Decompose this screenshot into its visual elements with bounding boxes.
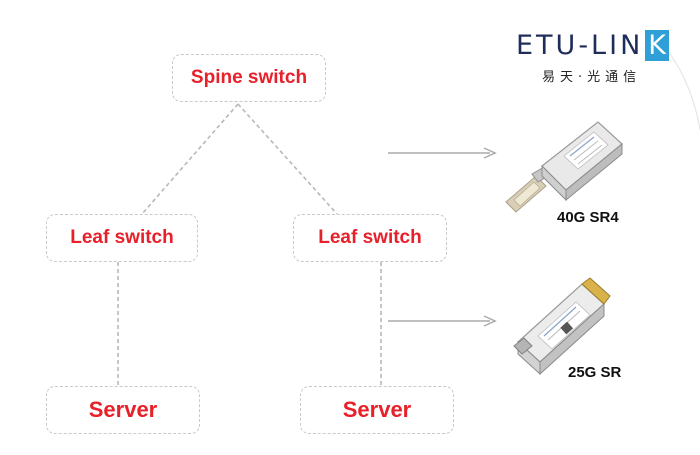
- link-spine-leaf-right: [237, 103, 338, 215]
- leaf-switch-right-label: Leaf switch: [318, 227, 422, 248]
- link-spine-leaf-left: [141, 103, 239, 215]
- spine-switch-label: Spine switch: [190, 67, 308, 88]
- logo-text: ETU-LIN: [516, 30, 644, 61]
- sfp-module-image: [513, 277, 611, 376]
- spine-switch-node: Spine switch: [172, 54, 326, 102]
- server-left-label: Server: [88, 397, 158, 422]
- logo-subtitle: 易天·光通信: [542, 70, 642, 85]
- arrow-to-40g-module: [388, 147, 497, 159]
- qsfp-module-image: [505, 121, 623, 213]
- leaf-switch-left-label: Leaf switch: [70, 227, 174, 248]
- arrow-to-25g-module: [388, 315, 497, 327]
- server-right-label: Server: [342, 397, 412, 422]
- module-label-40g: 40G SR4: [557, 209, 619, 226]
- module-label-25g: 25G SR: [568, 364, 622, 381]
- server-right-node: Server: [300, 386, 454, 434]
- leaf-switch-left-node: Leaf switch: [46, 214, 198, 262]
- logo-k-box: K: [645, 30, 669, 61]
- leaf-switch-right-node: Leaf switch: [293, 214, 447, 262]
- server-left-node: Server: [46, 386, 200, 434]
